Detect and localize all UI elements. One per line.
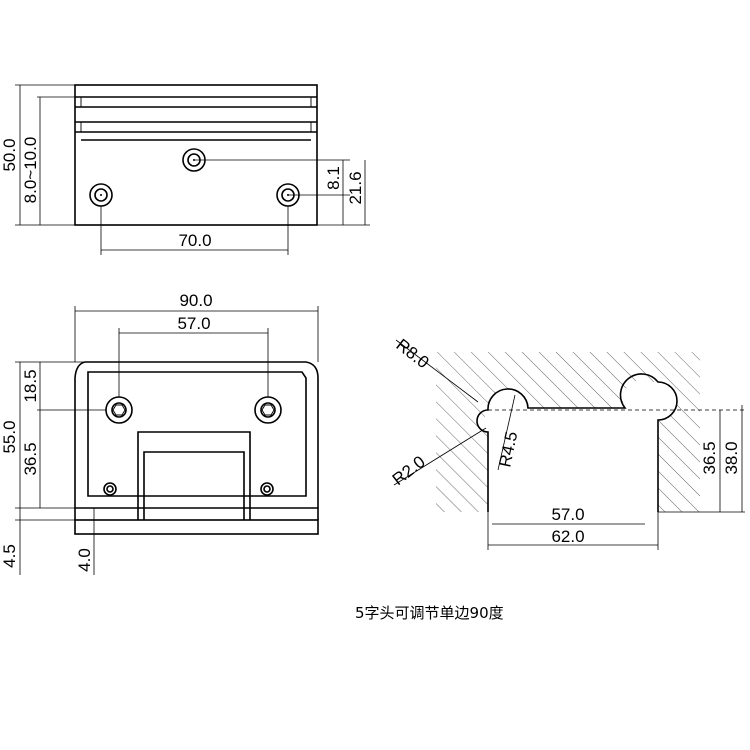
dim-label-hole-spacing: 70.0 xyxy=(178,231,211,250)
dim-label-height-adjust: 8.0~10.0 xyxy=(21,137,40,204)
dim-label-width: 90.0 xyxy=(179,291,212,310)
front-view-screw-right xyxy=(254,396,282,424)
dim-label-height-total: 50.0 xyxy=(0,138,19,171)
front-view-inner-outline xyxy=(87,371,307,497)
front-view-pivot-outer xyxy=(137,431,251,520)
dim-label-height-total-front: 55.0 xyxy=(0,420,19,453)
front-view-base-plate xyxy=(74,519,319,535)
leader-r2 xyxy=(393,427,487,486)
dim-label-radius-large: R8.0 xyxy=(393,335,433,372)
section-hatching xyxy=(436,352,700,512)
top-view: 50.0 8.0~10.0 8.1 21.6 70.0 xyxy=(0,84,370,255)
dim-label-radius-small: R2.0 xyxy=(389,452,429,489)
front-view: 90.0 57.0 55.0 18.5 36.5 4.5 4.0 xyxy=(0,291,319,575)
dim-label-outer-depth: 38.0 xyxy=(722,441,741,474)
dim-label-outer-width: 62.0 xyxy=(551,527,584,546)
drawing-caption: 5字头可调节单边90度 xyxy=(355,604,504,622)
section-view: R8.0 R4.5 R2.0 36.5 38.0 57.0 62.0 xyxy=(389,335,745,550)
leader-r8 xyxy=(395,339,479,403)
front-view-screw-left xyxy=(105,396,133,424)
top-view-hole-left xyxy=(89,183,113,207)
dim-label-hole-to-base: 36.5 xyxy=(21,442,40,475)
section-profile xyxy=(476,373,678,512)
dim-label-upper-hole: 8.1 xyxy=(324,166,343,190)
leader-r4-5 xyxy=(497,394,516,471)
front-view-small-hole-right xyxy=(260,482,274,496)
front-view-small-hole-left xyxy=(103,482,117,496)
front-view-pivot-inner xyxy=(143,451,245,520)
dim-label-inner-width: 57.0 xyxy=(551,505,584,524)
dim-label-radius-mid: R4.5 xyxy=(495,430,521,469)
dim-label-plate-thickness: 4.0 xyxy=(75,548,94,572)
top-view-outline xyxy=(74,84,318,226)
dim-label-base-thickness: 4.5 xyxy=(0,544,19,568)
dim-label-lower-holes: 21.6 xyxy=(346,171,365,204)
dim-label-inner-depth: 36.5 xyxy=(700,441,719,474)
dim-label-top-to-hole: 18.5 xyxy=(21,369,40,402)
dim-label-hole-spacing-front: 57.0 xyxy=(177,314,210,333)
